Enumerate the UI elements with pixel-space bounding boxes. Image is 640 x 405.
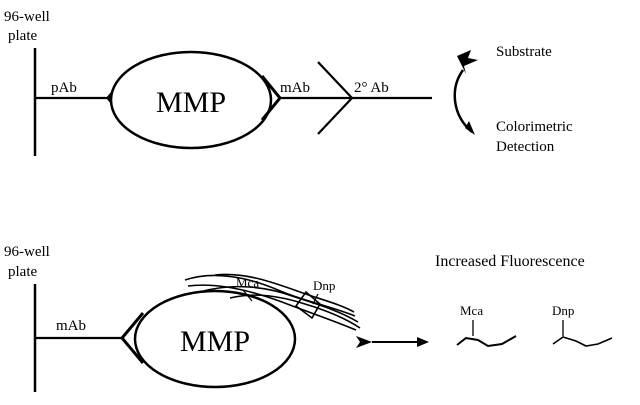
bottom-mab-label: mAb — [56, 318, 86, 334]
top-secondary-antibody-label: 2° Ab — [354, 80, 389, 96]
top-panel: 96-well plate pAb MMP mAb 2° Ab Substrat… — [4, 9, 573, 156]
bottom-mca-pointer — [242, 289, 253, 302]
top-mmp-enzyme — [109, 50, 273, 150]
bottom-fragment2-label: Dnp — [552, 303, 574, 318]
top-substrate-arrowhead-icon — [457, 50, 478, 74]
bottom-fragment2-dnp — [552, 336, 613, 347]
bottom-mmp-enzyme — [133, 289, 297, 389]
top-readout-line2: Detection — [496, 139, 555, 155]
bottom-fragment1-mca — [456, 335, 517, 348]
bottom-panel: 96-well plate mAb MMP Mca Dnp Increased … — [4, 244, 613, 392]
bottom-mmp-label: MMP — [180, 325, 250, 358]
top-plate-label-line1: 96-well — [4, 9, 50, 25]
bottom-dnp-pointer — [312, 293, 319, 305]
bottom-mca-label: Mca — [236, 275, 259, 290]
bottom-mab-arms — [120, 312, 145, 364]
top-mab-label: mAb — [280, 80, 310, 96]
bottom-plate-label-line1: 96-well — [4, 244, 50, 260]
top-readout-line1: Colorimetric — [496, 119, 573, 135]
bottom-fragment1-label: Mca — [460, 303, 483, 318]
top-plate-label-line2: plate — [8, 28, 37, 44]
bottom-plate-label-line2: plate — [8, 264, 37, 280]
top-mmp-label: MMP — [156, 86, 226, 119]
top-pab-label: pAb — [51, 80, 77, 96]
top-substrate-label: Substrate — [496, 44, 552, 60]
bottom-peptide-substrate-strands — [184, 273, 361, 331]
top-conversion-arrowhead-icon — [465, 121, 475, 135]
bottom-dnp-label: Dnp — [313, 278, 335, 293]
bottom-substrate-fletching-icon — [356, 336, 372, 348]
bottom-cleavage-arrowhead-icon — [417, 337, 429, 347]
bottom-readout-label: Increased Fluorescence — [435, 253, 585, 270]
